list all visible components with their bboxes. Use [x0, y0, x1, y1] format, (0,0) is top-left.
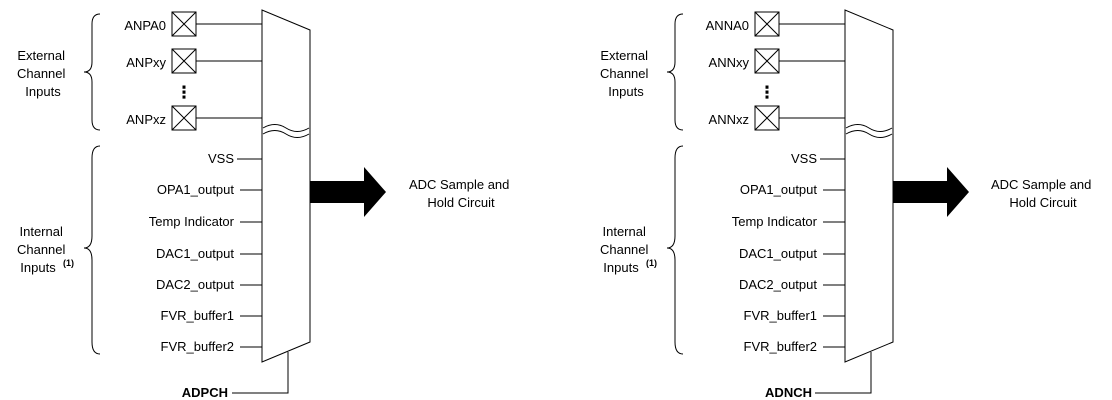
pin-box-icon [171, 105, 197, 131]
internal-input-opa1: OPA1_output [157, 182, 262, 197]
external-input-label: ANNA0 [706, 18, 749, 33]
internal-input-label: FVR_buffer1 [161, 308, 234, 323]
internal-input-label: DAC1_output [739, 246, 817, 261]
internal-group-label: Internal Channel Inputs [17, 224, 69, 275]
external-input-2: ANNxy [709, 48, 845, 74]
external-group-brace [83, 13, 101, 131]
internal-input-label: FVR_buffer2 [744, 339, 817, 354]
external-input-1: ANPA0 [124, 11, 262, 37]
internal-group-note: (1) [646, 258, 657, 268]
internal-input-temp: Temp Indicator [149, 214, 262, 229]
ellipsis-icon: ⋮ [759, 83, 776, 102]
external-input-2: ANPxy [126, 48, 262, 74]
mux-break-gap [263, 125, 309, 135]
internal-input-fvr2: FVR_buffer2 [744, 339, 845, 354]
internal-group-label: Internal Channel Inputs [600, 224, 652, 275]
output-arrow-icon [310, 167, 386, 217]
mux-break-upper [262, 124, 310, 132]
external-input-1: ANNA0 [706, 11, 845, 37]
mux-negative: ANNA0 ANNxy ⋮ ANNxz Exter [600, 9, 1095, 400]
pin-box-icon [754, 105, 780, 131]
internal-input-label: VSS [208, 151, 234, 166]
pin-box-icon [754, 11, 780, 37]
internal-input-dac1: DAC1_output [739, 246, 845, 261]
mux-body [261, 9, 311, 363]
external-input-label: ANPxz [126, 112, 166, 127]
external-input-label: ANPA0 [124, 18, 166, 33]
mux-break-lower [845, 130, 893, 138]
external-input-3: ANPxz [126, 105, 262, 131]
external-input-label: ANNxz [709, 112, 749, 127]
internal-input-label: OPA1_output [740, 182, 817, 197]
external-group-label: External Channel Inputs [600, 48, 652, 99]
mux-positive: ANPA0 ANPxy ⋮ ANPxz [17, 9, 513, 400]
internal-input-fvr1: FVR_buffer1 [161, 308, 262, 323]
internal-input-temp: Temp Indicator [732, 214, 845, 229]
output-arrow-icon [893, 167, 969, 217]
internal-input-fvr1: FVR_buffer1 [744, 308, 845, 323]
internal-input-label: OPA1_output [157, 182, 234, 197]
internal-input-label: FVR_buffer2 [161, 339, 234, 354]
internal-input-dac2: DAC2_output [739, 277, 845, 292]
internal-group-brace [666, 145, 684, 355]
internal-input-label: Temp Indicator [732, 214, 818, 229]
internal-input-dac2: DAC2_output [156, 277, 262, 292]
internal-input-label: DAC2_output [156, 277, 234, 292]
pin-box-icon [171, 11, 197, 37]
select-label: ADNCH [765, 385, 812, 400]
internal-input-vss: VSS [791, 151, 845, 166]
internal-input-vss: VSS [208, 151, 262, 166]
internal-group-brace [83, 145, 101, 355]
external-input-label: ANNxy [709, 55, 750, 70]
internal-input-label: DAC1_output [156, 246, 234, 261]
internal-group-note: (1) [63, 258, 74, 268]
internal-input-label: Temp Indicator [149, 214, 235, 229]
internal-input-label: FVR_buffer1 [744, 308, 817, 323]
mux-break-lower [262, 130, 310, 138]
external-input-3: ANNxz [709, 105, 845, 131]
internal-input-fvr2: FVR_buffer2 [161, 339, 262, 354]
output-label: ADC Sample and Hold Circuit [409, 177, 513, 210]
internal-input-label: DAC2_output [739, 277, 817, 292]
pin-box-icon [171, 48, 197, 74]
mux-break-upper [845, 124, 893, 132]
ellipsis-icon: ⋮ [176, 83, 193, 102]
mux-break-gap [846, 125, 892, 135]
internal-input-label: VSS [791, 151, 817, 166]
select-line [232, 352, 289, 394]
external-input-label: ANPxy [126, 55, 166, 70]
external-group-label: External Channel Inputs [17, 48, 69, 99]
select-line [815, 352, 872, 394]
external-group-brace [666, 13, 684, 131]
internal-input-opa1: OPA1_output [740, 182, 845, 197]
mux-body [844, 9, 894, 363]
output-label: ADC Sample and Hold Circuit [991, 177, 1095, 210]
select-label: ADPCH [182, 385, 228, 400]
pin-box-icon [754, 48, 780, 74]
internal-input-dac1: DAC1_output [156, 246, 262, 261]
